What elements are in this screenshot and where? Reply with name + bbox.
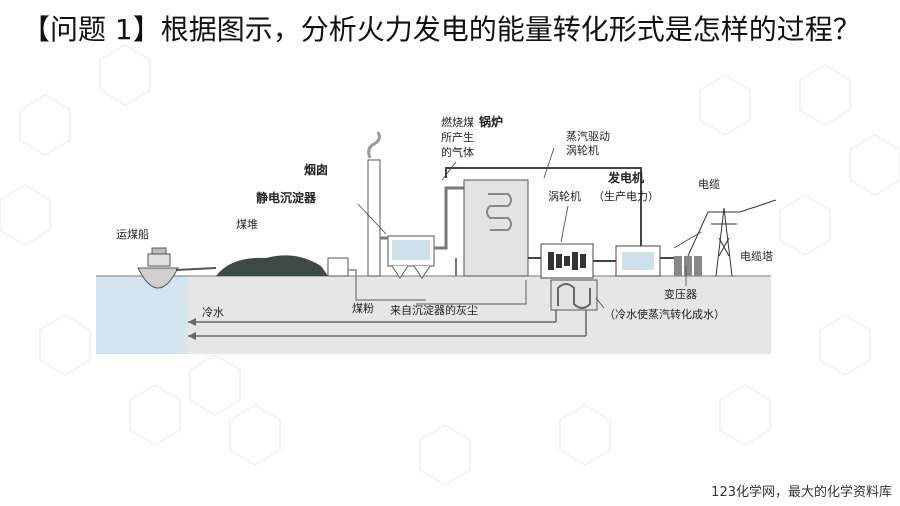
ground — [188, 276, 771, 354]
precipitator-icon — [387, 235, 435, 279]
label-condense: （冷水使蒸汽转化成水） — [604, 307, 725, 321]
label-coal-ship: 运煤船 — [116, 227, 149, 241]
label-coal-powder: 煤粉 — [352, 302, 374, 315]
label-boiler: 锅炉 — [479, 114, 503, 129]
label-cable: 电缆 — [698, 178, 720, 191]
label-coal-pile: 煤堆 — [236, 218, 258, 231]
coal-pile-icon — [216, 255, 328, 276]
label-generator: 发电机 — [607, 170, 644, 185]
transformer-icon — [674, 256, 702, 276]
label-turbine: 涡轮机 — [548, 189, 581, 203]
boiler-icon — [463, 179, 529, 277]
label-chimney: 烟囱 — [304, 162, 328, 177]
water-body — [96, 276, 188, 354]
question-text: 【问题 1】根据图示，分析火力发电的能量转化形式是怎样的过程？ — [22, 13, 861, 46]
label-transformer: 变压器 — [664, 287, 697, 301]
label-ash: 来自沉淀器的灰尘 — [390, 303, 478, 317]
chimney-icon — [367, 131, 381, 277]
label-precipitator: 静电沉淀器 — [256, 190, 317, 205]
label-cable-tower: 电缆塔 — [740, 250, 773, 263]
label-cold-water: 冷水 — [202, 306, 224, 319]
coal-ship-icon — [137, 247, 179, 289]
thermal-power-plant-diagram: 燃烧煤 所产生 的气体 锅炉 蒸汽驱动 涡轮机 烟囱 静电沉淀器 煤堆 运煤船 … — [96, 114, 777, 354]
turbine-icon — [540, 243, 594, 279]
label-steam-turbine-line2: 涡轮机 — [566, 143, 599, 157]
condenser-icon — [550, 279, 598, 311]
cable-tower-icon — [708, 207, 740, 277]
label-gas-line3: 的气体 — [441, 145, 474, 159]
generator-icon — [615, 245, 661, 277]
label-generator-sub: （生产电力） — [593, 189, 659, 203]
label-gas-line1: 燃烧煤 — [441, 115, 474, 129]
label-gas-line2: 所产生 — [441, 130, 474, 144]
label-steam-turbine-line1: 蒸汽驱动 — [566, 129, 610, 143]
footer-site-name: 123化学网，最大的化学资料库 — [711, 485, 892, 500]
